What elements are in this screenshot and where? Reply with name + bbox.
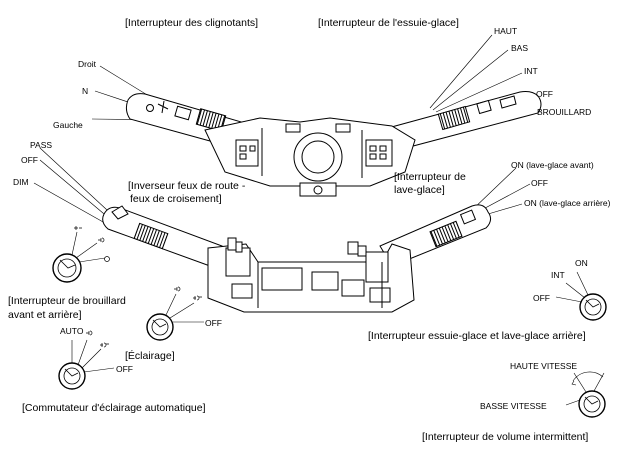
rear-wiper-int-label: INT: [551, 270, 565, 280]
wiper-stalk: [387, 91, 542, 151]
beam-guide-lines: [33, 147, 121, 228]
auto-light-switch-label: [Commutateur d'éclairage automatique]: [22, 402, 206, 414]
upper-switch-housing: [204, 117, 416, 197]
volume-switch-knob: [565, 371, 606, 418]
turn-neutral-label: N: [82, 86, 89, 96]
lighting-label: [Éclairage]: [125, 350, 175, 362]
auto-light-switch-knob: [58, 330, 115, 390]
washer-switch-label-line1: [Interrupteur de: [394, 171, 466, 183]
washer-off-label: OFF: [531, 178, 548, 188]
fog-switch-label-line2: avant et arrière]: [8, 309, 82, 321]
beam-pass-label: PASS: [30, 140, 53, 150]
rear-wiper-off-label: OFF: [533, 293, 550, 303]
lighting-switch-knob: [146, 286, 204, 341]
wiper-int-label: INT: [524, 66, 538, 76]
rear-wiper-on-label: ON: [575, 258, 588, 268]
intermittent-volume-label: [Interrupteur de volume intermittent]: [422, 431, 589, 443]
washer-rear-label: ON (lave-glace arrière): [524, 198, 611, 208]
auto-off-label: OFF: [116, 364, 133, 374]
turn-left-label: Gauche: [53, 120, 83, 130]
beam-off-label: OFF: [21, 155, 38, 165]
rear-wiper-switch-knob: [555, 271, 607, 321]
wiper-low-label: BAS: [511, 43, 529, 53]
washer-front-label: ON (lave-glace avant): [511, 160, 594, 170]
fog-switch-label-line1: [Interrupteur de brouillard: [8, 295, 126, 307]
turn-signal-switch-label: [Interrupteur des clignotants]: [125, 17, 259, 29]
wiper-mist-label: BROUILLARD: [537, 107, 592, 117]
rear-wiper-washer-label: [Interrupteur essuie-glace et lave-glace…: [368, 330, 586, 342]
wiper-switch-label: [Interrupteur de l'essuie-glace]: [318, 17, 459, 29]
auto-auto-label: AUTO: [60, 326, 84, 336]
beam-switch-label-line2: feux de croisement]: [130, 193, 222, 205]
lower-switch-housing: [207, 237, 415, 313]
wiper-high-label: HAUT: [494, 26, 518, 36]
lighting-off-label: OFF: [205, 318, 222, 328]
beam-switch-label-line1: [Inverseur feux de route -: [128, 180, 246, 192]
turn-right-label: Droit: [78, 59, 96, 69]
light-stalk: [102, 205, 223, 267]
beam-dim-label: DIM: [13, 177, 29, 187]
wiper-off-label: OFF: [536, 89, 553, 99]
volume-low-label: BASSE VITESSE: [480, 401, 547, 411]
fog-switch-knob: [52, 226, 110, 283]
volume-high-label: HAUTE VITESSE: [510, 361, 578, 371]
washer-switch-label-line2: lave-glace]: [394, 184, 445, 196]
